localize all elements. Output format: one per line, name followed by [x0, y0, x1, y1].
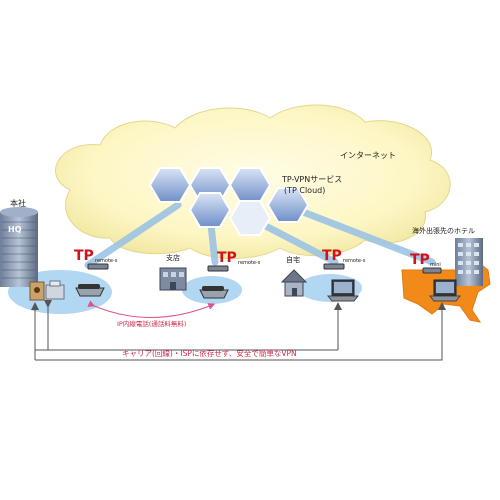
hq-phone-icon: [75, 284, 105, 297]
hotel-device-label: mini: [430, 262, 441, 268]
home-laptop-icon: [326, 279, 360, 302]
branch-building: [159, 267, 187, 291]
tunnel-home: [254, 218, 339, 266]
tunnel-hotel: [294, 206, 436, 266]
tp-logo-hotel: TP mini: [410, 252, 442, 274]
hotel-building: [455, 238, 483, 286]
tunnel-hq: [84, 201, 182, 269]
branch-label: 支店: [166, 253, 180, 262]
hotel-label: 海外出張先のホテル: [412, 226, 475, 235]
hq-building-mark: HQ: [8, 225, 22, 234]
vpn-path-line: [31, 300, 446, 361]
home-device-label: remote-s: [343, 258, 366, 264]
router-icon: [323, 263, 345, 270]
hq-to-vpn-line: [47, 304, 338, 351]
hexagon-node: [228, 200, 272, 236]
vpn-tunnels: [84, 201, 436, 269]
tp-logo-hq: TP remote-s: [74, 248, 118, 270]
tp-logo-text: TP: [410, 252, 430, 268]
router-icon: [87, 263, 109, 270]
tp-cloud-hexagons: [148, 167, 310, 236]
home-house-icon: [280, 269, 308, 297]
router-icon: [422, 267, 442, 274]
hq-building: [0, 207, 38, 287]
service-title: TP-VPNサービス: [281, 175, 342, 184]
router-icon: [207, 265, 229, 272]
branch-phone-icon: [199, 286, 229, 299]
tp-logo-home: TP remote-s: [322, 248, 366, 270]
hq-server-icon: [29, 281, 45, 301]
service-subtitle: (TP Cloud): [284, 186, 325, 195]
branch-device-label: remote-s: [238, 260, 261, 266]
hexagon-node: [188, 192, 232, 228]
hexagon-node: [228, 167, 272, 203]
tp-logo-text: TP: [322, 248, 342, 264]
hq-device-label: remote-s: [95, 258, 118, 264]
ip-call-arrow: [87, 300, 216, 318]
tp-logo-text: TP: [74, 248, 94, 264]
bottom-caption: キャリア(回線)・ISPに依存せず、安全で簡単なVPN: [122, 348, 297, 358]
hotel-arrow: [35, 302, 446, 361]
ip-call-label: IP内線電話(通話料無料): [117, 319, 186, 328]
tp-logo-text: TP: [217, 250, 237, 266]
hexagon-node: [266, 187, 310, 223]
hotel-laptop-icon: [428, 279, 462, 302]
home-label: 自宅: [286, 255, 300, 264]
internet-label: インターネット: [340, 151, 396, 160]
tp-logo-branch: TP remote-s: [207, 250, 261, 272]
hq-printer-icon: [45, 280, 65, 300]
hexagon-node: [148, 167, 192, 203]
hq-label: 本社: [10, 198, 26, 208]
